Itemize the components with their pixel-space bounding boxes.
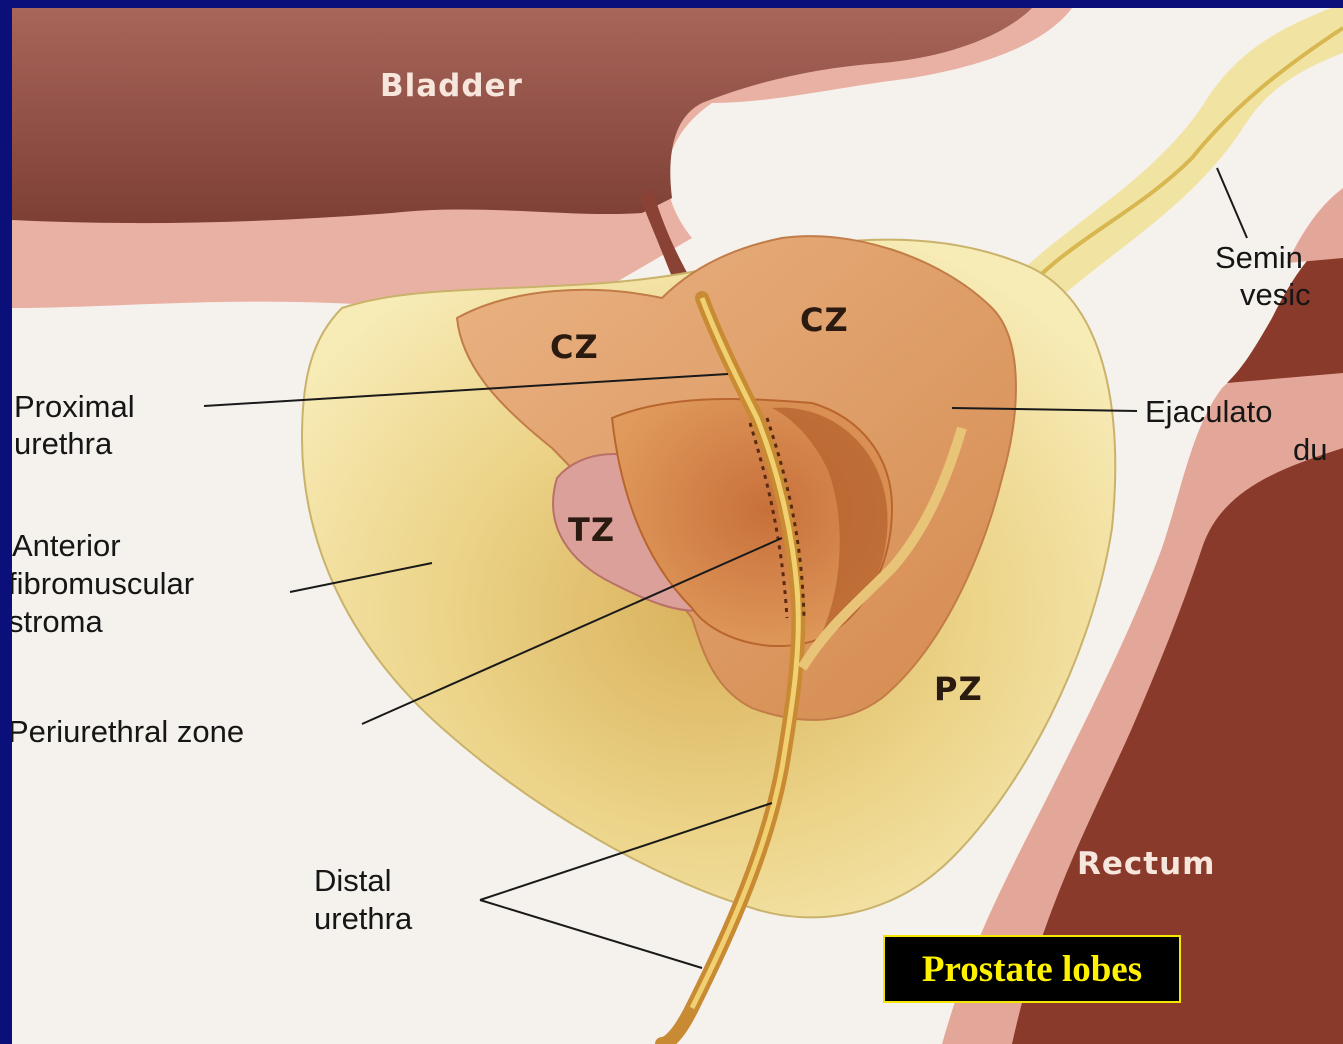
prostate-lobes-caption: Prostate lobes <box>883 935 1181 1003</box>
anterior-stroma-label-line1: Anterior <box>12 528 121 564</box>
seminal-vesicle-label-line1: Semin <box>1215 240 1303 276</box>
diagram-stage: Bladder Rectum CZ CZ TZ PZ Proximal uret… <box>12 8 1343 1044</box>
bladder-label: Bladder <box>380 68 523 104</box>
pz-label: PZ <box>934 670 983 708</box>
proximal-urethra-label-line1: Proximal <box>14 389 135 425</box>
anterior-stroma-label-line2: fibromuscular <box>12 566 194 602</box>
distal-urethra-label-line1: Distal <box>314 863 392 899</box>
anterior-stroma-label-line3: stroma <box>12 604 103 640</box>
periurethral-zone-label: Periurethral zone <box>12 714 244 750</box>
proximal-urethra-label-line2: urethra <box>14 426 112 462</box>
seminal-vesicle-label-line2: vesic <box>1240 277 1311 313</box>
ejaculatory-duct-label-line1: Ejaculato <box>1145 394 1273 430</box>
distal-urethra-label-line2: urethra <box>314 901 412 937</box>
ejaculatory-duct-label-line2: du <box>1293 432 1327 468</box>
cz-left-label: CZ <box>550 328 599 366</box>
rectum-label: Rectum <box>1077 846 1215 882</box>
prostate-anatomy-illustration <box>12 8 1343 1044</box>
tz-label: TZ <box>568 511 615 549</box>
cz-right-label: CZ <box>800 301 849 339</box>
